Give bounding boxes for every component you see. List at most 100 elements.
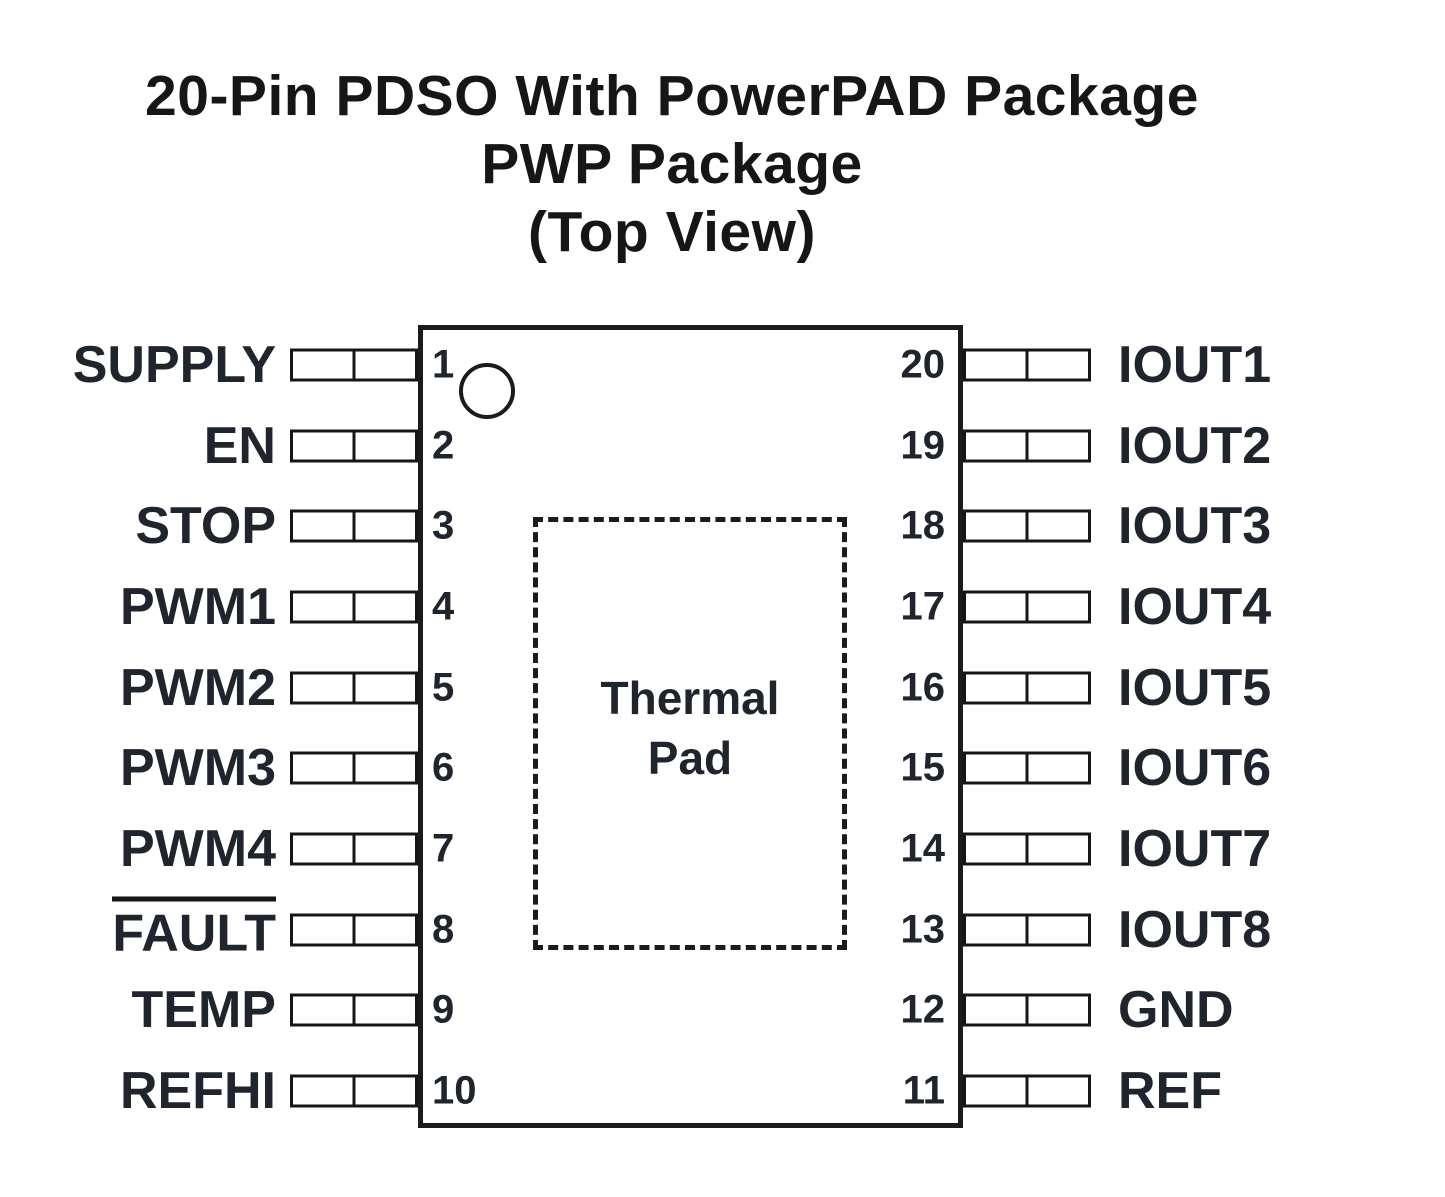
- title-line-1: 20-Pin PDSO With PowerPAD Package: [145, 64, 1199, 128]
- pin-stub: [963, 913, 1091, 947]
- pin-label: TEMP: [131, 981, 276, 1039]
- pin-stub: [290, 671, 418, 705]
- pin-row: EN 2: [0, 417, 1445, 475]
- pin-number: 11: [902, 1068, 945, 1113]
- pin-stub-divider: [352, 916, 356, 944]
- pin-row: IOUT3 18: [0, 497, 1445, 555]
- pin-stub: [290, 913, 418, 947]
- diagram-title: 20-Pin PDSO With PowerPAD Package PWP Pa…: [60, 62, 1284, 266]
- pin-number: 20: [900, 342, 946, 387]
- pin-row: IOUT1 20: [0, 336, 1445, 394]
- pin-row: PWM2 5: [0, 659, 1445, 717]
- pin-stub: [963, 509, 1091, 543]
- pin-row: PWM3 6: [0, 739, 1445, 797]
- pin-stub-divider: [1025, 754, 1029, 782]
- pin-label: IOUT3: [1118, 497, 1272, 555]
- pin-stub: [963, 590, 1091, 624]
- thermal-pad-label-line-2: Pad: [647, 731, 733, 784]
- pin-stub-divider: [1025, 432, 1029, 460]
- pin-stub: [290, 993, 418, 1027]
- pin-stub-divider: [352, 432, 356, 460]
- pin-stub: [290, 509, 418, 543]
- pin-label: IOUT1: [1118, 336, 1272, 394]
- pin-label: PWM2: [120, 659, 276, 717]
- pin-label: IOUT5: [1118, 659, 1272, 717]
- pin-row: GND 12: [0, 981, 1445, 1039]
- pin-stub: [963, 348, 1091, 382]
- pin-stub-divider: [1025, 512, 1029, 540]
- pin-number: 12: [900, 987, 946, 1032]
- pin-stub-divider: [1025, 593, 1029, 621]
- pin-row: IOUT7 14: [0, 820, 1445, 878]
- pin-stub-divider: [1025, 1077, 1029, 1105]
- pin-stub-divider: [1025, 996, 1029, 1024]
- pin-stub: [963, 671, 1091, 705]
- pin-number: 4: [432, 584, 455, 629]
- pin-number: 3: [432, 503, 455, 548]
- pin-stub: [963, 993, 1091, 1027]
- pin-stub: [963, 832, 1091, 866]
- pin-number: 10: [432, 1068, 477, 1113]
- pin-stub-divider: [352, 674, 356, 702]
- pin-label: PWM1: [120, 578, 276, 636]
- pin-number: 14: [900, 826, 946, 871]
- pin-label: PWM3: [120, 739, 276, 797]
- pin-row: IOUT5 16: [0, 659, 1445, 717]
- pin-stub-divider: [1025, 351, 1029, 379]
- pin-label: SUPPLY: [72, 336, 276, 394]
- pin-row: IOUT2 19: [0, 417, 1445, 475]
- pin-number: 8: [432, 907, 455, 952]
- pin-stub: [290, 832, 418, 866]
- pin-number: 17: [900, 584, 946, 629]
- pin-label: IOUT7: [1118, 820, 1272, 878]
- pin-number: 19: [900, 423, 946, 468]
- pin-row: STOP 3: [0, 497, 1445, 555]
- pin-label: EN: [203, 417, 276, 475]
- pin-number: 6: [432, 745, 455, 790]
- thermal-pad-label-line-1: Thermal: [600, 671, 780, 724]
- pin-number: 16: [900, 665, 946, 710]
- pin-label: STOP: [135, 497, 276, 555]
- pin-label: FAULT: [112, 896, 276, 964]
- pin-stub: [290, 751, 418, 785]
- pin-stub-divider: [1025, 835, 1029, 863]
- pin-label: PWM4: [120, 820, 276, 878]
- pin-number: 5: [432, 665, 455, 710]
- pin-row: TEMP 9: [0, 981, 1445, 1039]
- title-line-2: PWP Package: [481, 132, 863, 196]
- pin-stub: [290, 1074, 418, 1108]
- chip-body: [418, 325, 963, 1128]
- pin-stub-divider: [352, 754, 356, 782]
- title-line-3: (Top View): [528, 200, 816, 264]
- pin-label: IOUT8: [1118, 901, 1272, 959]
- pin-row: REFHI 10: [0, 1062, 1445, 1120]
- pin-stub-divider: [352, 593, 356, 621]
- pin-number: 9: [432, 987, 455, 1032]
- pin-stub-divider: [1025, 916, 1029, 944]
- pin-label: REFHI: [120, 1062, 276, 1120]
- pin-stub: [963, 751, 1091, 785]
- pin-row: IOUT8 13: [0, 901, 1445, 959]
- pin-number: 18: [900, 503, 946, 548]
- pin-stub-divider: [352, 996, 356, 1024]
- pin1-index-circle-icon: [459, 363, 515, 419]
- pin-label: GND: [1118, 981, 1234, 1039]
- pin-stub: [290, 348, 418, 382]
- pin-row: SUPPLY 1: [0, 336, 1445, 394]
- pin-number: 1: [432, 342, 455, 387]
- pin-row: FAULT 8: [0, 896, 1445, 963]
- pin-label: IOUT4: [1118, 578, 1272, 636]
- pin-label: IOUT2: [1118, 417, 1272, 475]
- pin-row: IOUT4 17: [0, 578, 1445, 636]
- thermal-pad: Thermal Pad: [533, 517, 847, 950]
- pin-number: 15: [900, 745, 946, 790]
- pin-number: 13: [900, 907, 946, 952]
- pin-stub: [963, 429, 1091, 463]
- pin-number: 2: [432, 423, 455, 468]
- thermal-pad-label: Thermal Pad: [601, 668, 780, 788]
- pin-stub: [963, 1074, 1091, 1108]
